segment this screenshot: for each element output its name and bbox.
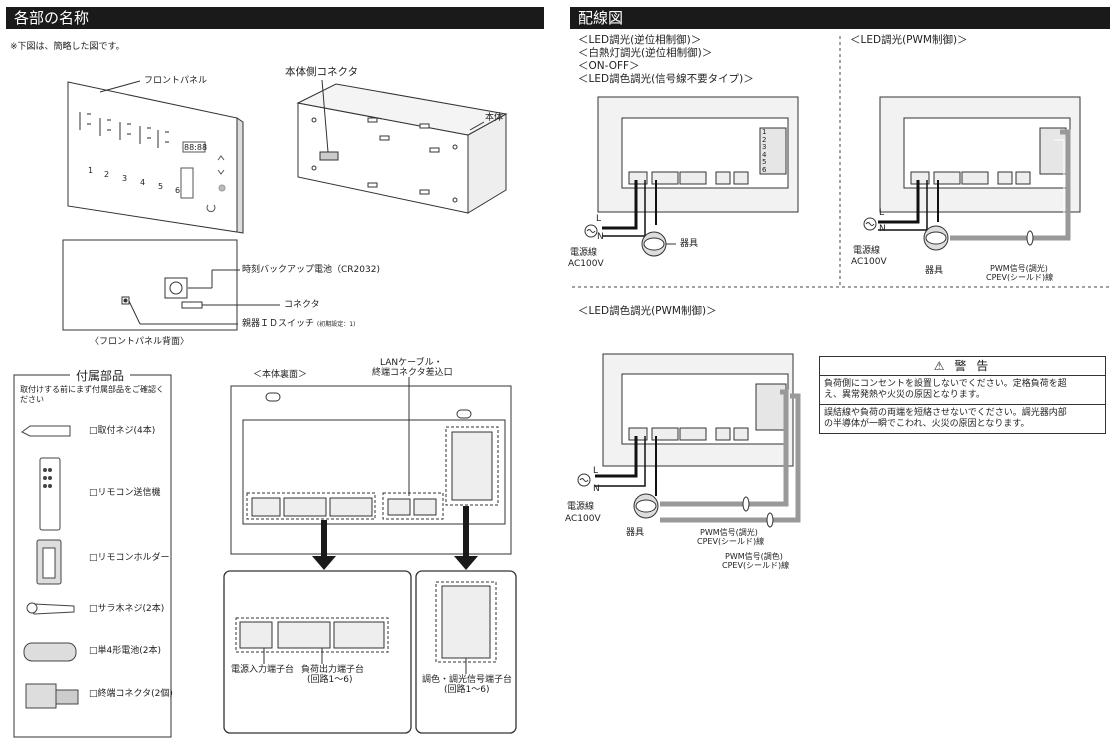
accessory-item: □単4形電池(2本): [89, 646, 161, 656]
accessories-title: 付属部品: [70, 369, 131, 383]
power-line-label: 電源線: [853, 246, 881, 256]
section-title-parts: 各部の名称: [14, 9, 90, 27]
accessory-item: □リモコン送信機: [89, 488, 161, 498]
signal-terminal-label-1: 調色・調光信号端子台: [422, 675, 513, 685]
terminal-number: 6: [762, 165, 767, 174]
accessory-item: □終端コネクタ(2個): [89, 689, 173, 699]
pwm-title: ＜LED調光(PWM制御)＞: [850, 34, 968, 46]
body-back-drawing: [230, 385, 512, 555]
terminal-number: 2: [762, 135, 767, 144]
fixture-label: 器具: [626, 528, 645, 538]
front-panel-label: フロントパネル: [144, 76, 208, 86]
terminal-number: 1: [762, 128, 767, 136]
N-label: N: [593, 484, 600, 494]
accessory-item: □リモコンホルダー: [89, 553, 170, 563]
id-switch-label: 親器ＩＤスイッチ (初期設定：1): [242, 319, 355, 330]
warning-title: ⚠ 警 告: [820, 357, 1105, 376]
L-label: L: [879, 208, 885, 218]
body-drawing: [296, 83, 508, 214]
wiring-unit-1: [597, 96, 799, 213]
panel-number-row: 1 2 3 4 5 6: [88, 166, 188, 196]
led-mode: ＜白熱灯調光(逆位相制御)＞: [578, 47, 713, 59]
accessory-icons: [21, 425, 79, 709]
section-header-parts: 各部の名称: [6, 7, 544, 29]
id-switch-text: 親器ＩＤスイッチ: [242, 319, 315, 329]
arrow-down-icon: [454, 556, 478, 570]
fixture-label: 器具: [680, 239, 699, 249]
body-back-caption: ＜本体裏面＞: [253, 370, 308, 380]
pwm-color-label: PWM信号(調色): [725, 552, 783, 561]
led-mode: ＜ON-OFF＞: [578, 60, 640, 72]
power-line-label: 電源線: [567, 502, 595, 512]
wiring-unit-3: [602, 353, 794, 467]
N-label: N: [879, 224, 886, 234]
section-title-wiring: 配線図: [578, 9, 624, 27]
warning-paragraph: 負荷側にコンセントを設置しないでください。定格負荷を超 え、異常発熱や火災の原因…: [824, 379, 1067, 400]
terminal-number: 3: [762, 143, 767, 151]
id-switch-note: (初期設定：1): [316, 321, 356, 328]
N-label: N: [597, 232, 604, 242]
accessory-item: □サラ木ネジ(2本): [89, 604, 165, 614]
warning-box: ⚠ 警 告 負荷側にコンセントを設置しないでください。定格負荷を超 え、異常発熱…: [819, 356, 1106, 434]
fixture-label: 器具: [925, 266, 944, 276]
panel-number: 6: [175, 186, 181, 195]
wiring-lines-3: [577, 389, 801, 528]
terminal-number: 4: [762, 150, 767, 159]
clock-battery-label: 時刻バックアップ電池（CR2032): [242, 265, 380, 275]
load-terminal-label-2: (回路1～6): [307, 675, 353, 685]
pwm-dim-label: PWM信号(調光): [990, 264, 1048, 273]
connector-label: コネクタ: [284, 300, 320, 310]
lan-label-2: 終端コネクタ差込口: [372, 368, 453, 378]
panel-number: 2: [104, 170, 110, 179]
pwm-dim-label: PWM信号(調光): [700, 528, 758, 537]
accessory-item: □取付ネジ(4本): [89, 426, 156, 436]
warning-paragraph: 誤結線や負荷の両端を短絡させないでください。調光器内部 の半導体が一瞬でこわれ、…: [820, 404, 1105, 433]
power-terminal-label: 電源入力端子台: [231, 665, 295, 675]
body-connector-label: 本体側コネクタ: [285, 66, 359, 78]
panel-number: 3: [122, 174, 128, 183]
terminal-number: 5: [762, 158, 767, 166]
wiring-lines-2: [863, 129, 1071, 251]
wiring-unit-2: [879, 96, 1081, 213]
ac-label: AC100V: [568, 259, 604, 269]
ac-label: AC100V: [851, 257, 887, 267]
panel-number: 4: [140, 178, 146, 187]
led-mode: ＜LED調光(逆位相制御)＞: [578, 34, 702, 46]
pwm-dim-wire-label: CPEV(シールド)線: [986, 273, 1054, 282]
simplified-note: ※下図は、簡略した図です。: [10, 42, 125, 52]
L-label: L: [596, 214, 602, 224]
panel-back-drawing: [62, 239, 238, 331]
panel-number: 5: [158, 182, 164, 191]
panel-back-caption: 〈フロントパネル背面〉: [90, 337, 190, 347]
warning-icon: ⚠: [933, 359, 955, 373]
ac-label: AC100V: [565, 514, 601, 524]
load-terminal-label-1: 負荷出力端子台: [301, 665, 365, 675]
power-line-label: 電源線: [570, 248, 598, 258]
pwm-color-wire-label: CPEV(シールド)線: [722, 561, 790, 570]
front-panel-leader: [99, 80, 141, 93]
accessories-note: 取付けする前にまず付属部品をご確認ください: [20, 385, 164, 404]
led-modes-list: ＜LED調光(逆位相制御)＞ ＜白熱灯調光(逆位相制御)＞ ＜ON-OFF＞ ＜…: [578, 34, 754, 86]
L-label: L: [593, 466, 599, 476]
signal-terminal-label-2: (回路1～6): [444, 685, 490, 695]
pwm-color-title: ＜LED調色調光(PWM制御)＞: [578, 305, 717, 317]
panel-number: 1: [88, 166, 94, 175]
led-mode: ＜LED調色調光(信号線不要タイプ)＞: [578, 73, 754, 85]
arrow-down-icon: [312, 556, 336, 570]
pwm-dim-wire-label: CPEV(シールド)線: [697, 537, 765, 546]
lan-label-1: LANケーブル・: [380, 358, 443, 368]
front-panel-drawing: [67, 81, 244, 234]
warning-title-text: 警 告: [954, 359, 992, 373]
panel-display: 88:88: [184, 143, 208, 152]
body-label: 本体: [485, 113, 504, 123]
terminal-number-column: 1 2 3 4 5 6: [762, 128, 772, 174]
wiring-lines-1: [584, 180, 676, 257]
section-header-wiring: 配線図: [570, 7, 1110, 29]
